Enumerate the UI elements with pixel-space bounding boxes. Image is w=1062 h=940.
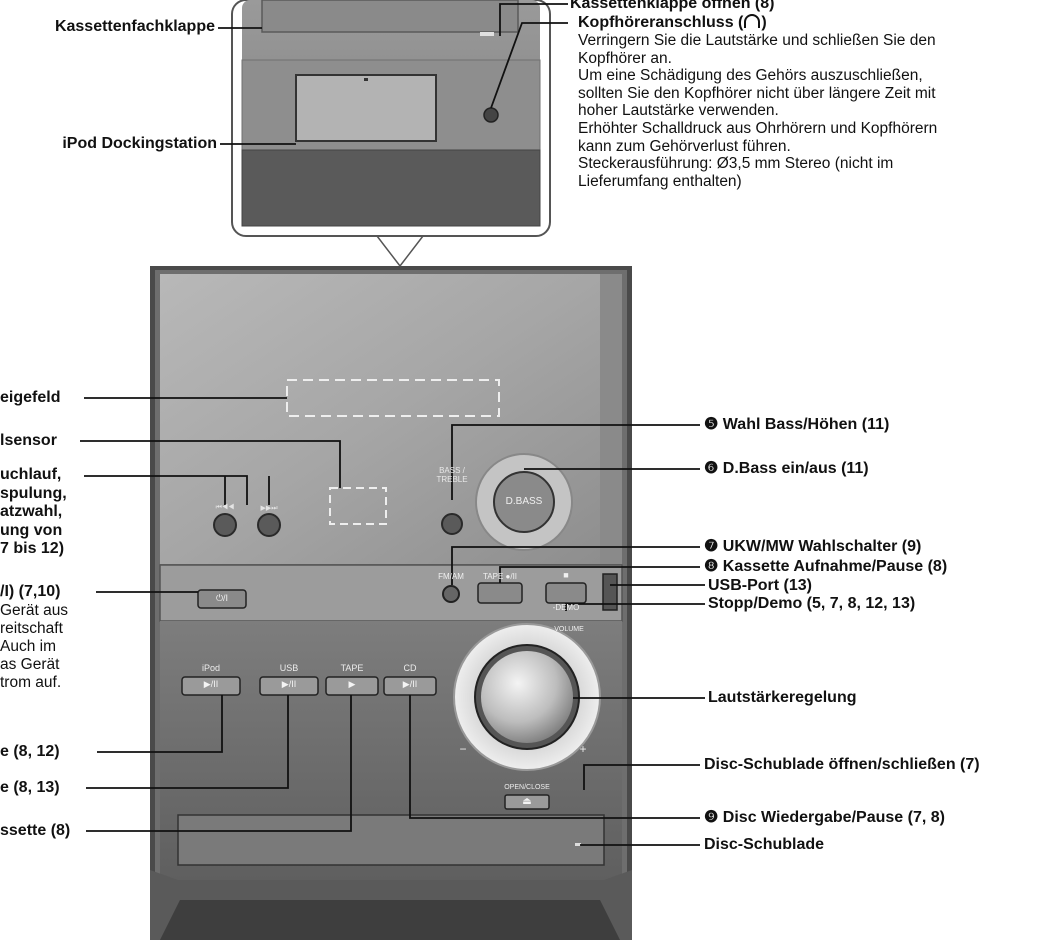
- label-disc-schublade: Disc-Schublade: [704, 836, 825, 853]
- cd-play-pause-button[interactable]: ▶/II: [402, 679, 418, 689]
- label-lautstaerke: Lautstärkeregelung: [708, 689, 857, 706]
- tape-play-button[interactable]: ▶: [348, 679, 356, 689]
- top-inset: [231, 0, 551, 268]
- label-bass-hoehen: ❺ Wahl Bass/Höhen (11): [704, 416, 890, 433]
- label-kopfhoerer: Kopfhöreranschluss (): [578, 14, 767, 31]
- label-ukw-mw: ❼ UKW/MW Wahlschalter (9): [704, 538, 922, 555]
- label-kassettenfachklappe: Kassettenfachklappe: [54, 18, 215, 35]
- label-dbass: ❻ D.Bass ein/aus (11): [704, 460, 869, 477]
- eject-button[interactable]: ⏏: [522, 796, 532, 807]
- fm-am-print: FM/AM: [438, 572, 464, 581]
- src-tape-print: TAPE: [340, 663, 364, 673]
- volume-print: VOLUME: [554, 626, 584, 633]
- headphone-icon: [744, 14, 761, 28]
- label-disc-wiedergabe: ❾ Disc Wiedergabe/Pause (7, 8): [704, 809, 945, 826]
- power-button[interactable]: ⏻/I: [215, 593, 229, 603]
- open-close-print: OPEN/CLOSE: [504, 784, 550, 791]
- label-ipod-docking: iPod Dockingstation: [62, 135, 217, 152]
- skip-forward-print: ▶▶⏭: [260, 505, 278, 512]
- label-power-description: Gerät aus reitschaft Auch im as Gerät tr…: [0, 602, 69, 691]
- label-kopfhoerer-description: Verringern Sie die Lautstärke und schlie…: [578, 32, 938, 190]
- label-stopp-demo: Stopp/Demo (5, 7, 8, 12, 13): [708, 595, 916, 612]
- bass-treble-print: BASS / TREBLE: [436, 466, 468, 484]
- label-anzeigefeld: eigefeld: [0, 389, 61, 406]
- src-usb-print: USB: [279, 663, 299, 673]
- label-kassette-aufnahme: ❽ Kassette Aufnahme/Pause (8): [704, 558, 948, 575]
- label-usb-play: e (8, 13): [0, 779, 60, 796]
- label-disc-schublade-oeffnen: Disc-Schublade öffnen/schließen (7): [704, 756, 980, 773]
- src-cd-print: CD: [403, 663, 417, 673]
- ipod-play-pause-button[interactable]: ▶/II: [203, 679, 219, 689]
- stop-symbol: ■: [563, 570, 569, 580]
- label-sensor: lsensor: [0, 432, 57, 449]
- dbass-button[interactable]: D.BASS: [505, 496, 543, 507]
- main-unit: [150, 266, 632, 940]
- demo-print: -DEMO: [552, 603, 580, 612]
- label-power: /I) (7,10): [0, 583, 61, 600]
- src-ipod-print: iPod: [201, 663, 220, 673]
- volume-minus-print: −: [459, 742, 467, 756]
- usb-play-pause-button[interactable]: ▶/II: [281, 679, 297, 689]
- label-tape-play: ssette (8): [0, 822, 71, 839]
- label-suchlauf: uchlauf, spulung, atzwahl, ung von 7 bis…: [0, 466, 67, 557]
- tape-rec-print: TAPE ●/II: [482, 572, 518, 581]
- volume-plus-print: +: [579, 742, 587, 756]
- leader-lines: [80, 3, 705, 846]
- label-ipod-play: e (8, 12): [0, 743, 60, 760]
- skip-back-print: ⏮◀◀: [215, 504, 235, 511]
- label-usb-port: USB-Port (13): [708, 577, 813, 594]
- label-kassettenklappe: Kassettenklappe öffnen (8): [570, 0, 775, 12]
